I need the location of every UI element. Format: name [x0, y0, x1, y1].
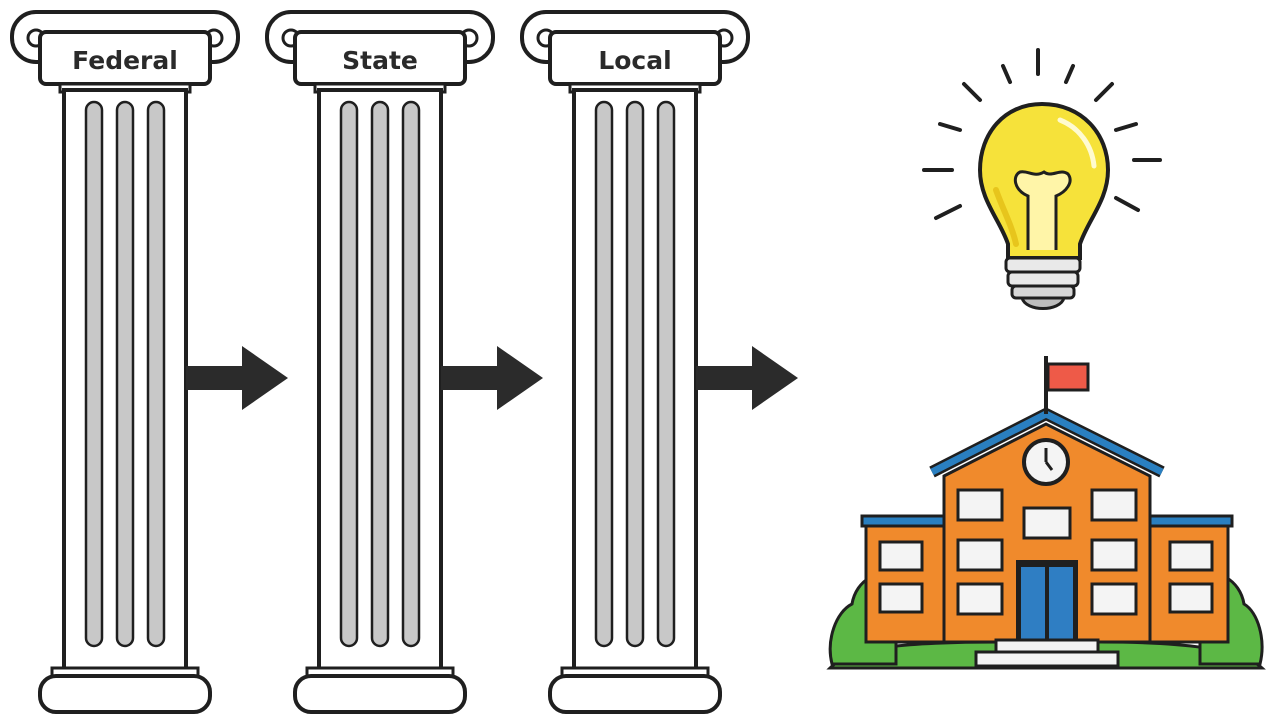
arrow-right-icon — [441, 346, 543, 410]
pillar-label-federal: Federal — [72, 46, 178, 75]
pillar-label-local: Local — [598, 46, 671, 75]
pillar-base — [38, 674, 212, 714]
lightbulb-icon — [922, 48, 1162, 310]
arrow-right-icon — [186, 346, 288, 410]
flag-icon — [1046, 362, 1090, 392]
arrow-right-icon — [696, 346, 798, 410]
school-building-icon — [826, 356, 1266, 670]
pillar-local: Local — [520, 10, 750, 714]
pillar-label-state: State — [342, 46, 418, 75]
pillar-federal: Federal — [10, 10, 240, 714]
pillar-state: State — [265, 10, 495, 714]
